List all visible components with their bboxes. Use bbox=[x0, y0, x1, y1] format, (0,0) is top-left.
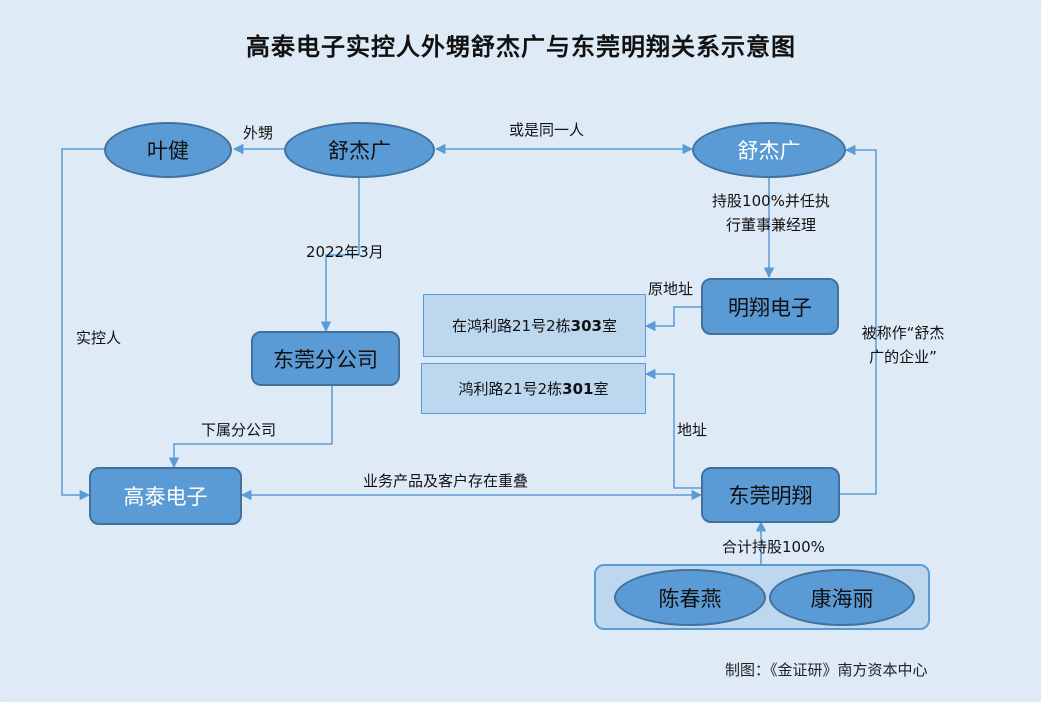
label-line: 广的企业” bbox=[869, 348, 937, 366]
label-old-address: 原地址 bbox=[648, 280, 694, 298]
address-room-number: 303 bbox=[570, 316, 602, 335]
label-line: 行董事兼经理 bbox=[725, 216, 816, 234]
node-label: 明翔电子 bbox=[728, 295, 812, 320]
address-suffix: 室 bbox=[593, 380, 609, 398]
address-prefix: 在鸿利路21号2栋 bbox=[452, 317, 571, 335]
node-chen-chunyan: 陈春燕 bbox=[614, 569, 766, 626]
label-shareholding: 持股100%并任执 行董事兼经理 bbox=[696, 189, 846, 237]
label-subsidiary-branch: 下属分公司 bbox=[201, 421, 277, 439]
node-label: 东莞明翔 bbox=[728, 484, 813, 508]
connector-old-address bbox=[644, 306, 701, 332]
node-dongguan-mingxiang: 东莞明翔 bbox=[701, 467, 840, 523]
address-room-number: 301 bbox=[562, 379, 594, 398]
node-label: 叶健 bbox=[147, 139, 189, 163]
label-called: 被称作“舒杰 广的企业” bbox=[841, 321, 965, 369]
node-gaotai-electronics: 高泰电子 bbox=[89, 467, 242, 525]
node-shu-jieguang-left: 舒杰广 bbox=[284, 122, 435, 178]
footer-credit: 制图：《金证研》南方资本中心 bbox=[725, 661, 928, 679]
label-date: 2022年3月 bbox=[306, 243, 384, 261]
label-actual-controller: 实控人 bbox=[76, 329, 122, 347]
connector-address bbox=[644, 368, 701, 489]
node-label: 陈春燕 bbox=[658, 586, 722, 611]
node-label: 康海丽 bbox=[810, 586, 874, 611]
connector-actual-controller bbox=[61, 148, 104, 501]
node-label: 高泰电子 bbox=[123, 485, 208, 509]
connector-subsidiary-branch bbox=[168, 385, 333, 469]
connector-called bbox=[839, 144, 877, 495]
label-address: 地址 bbox=[677, 421, 708, 439]
diagram-title: 高泰电子实控人外甥舒杰广与东莞明翔关系示意图 bbox=[246, 33, 796, 61]
label-line: 被称作“舒杰 bbox=[861, 324, 945, 342]
node-label: 东莞分公司 bbox=[273, 347, 378, 372]
node-ye-jian: 叶健 bbox=[104, 122, 232, 178]
label-overlap: 业务产品及客户存在重叠 bbox=[363, 472, 529, 490]
node-mingxiang-electronics: 明翔电子 bbox=[701, 278, 839, 335]
node-kang-haili: 康海丽 bbox=[769, 569, 915, 626]
node-label: 舒杰广 bbox=[737, 139, 801, 163]
node-dongguan-branch: 东莞分公司 bbox=[251, 331, 400, 386]
label-line: 持股100%并任执 bbox=[712, 192, 830, 210]
address-prefix: 鸿利路21号2栋 bbox=[458, 380, 563, 398]
connector-date bbox=[320, 176, 360, 333]
node-shu-jieguang-right: 舒杰广 bbox=[692, 122, 846, 178]
address-suffix: 室 bbox=[601, 317, 617, 335]
label-combined-holding: 合计持股100% bbox=[722, 538, 825, 556]
label-maybe-same-person: 或是同一人 bbox=[509, 121, 585, 139]
label-nephew: 外甥 bbox=[243, 124, 274, 142]
node-label: 舒杰广 bbox=[328, 139, 391, 163]
